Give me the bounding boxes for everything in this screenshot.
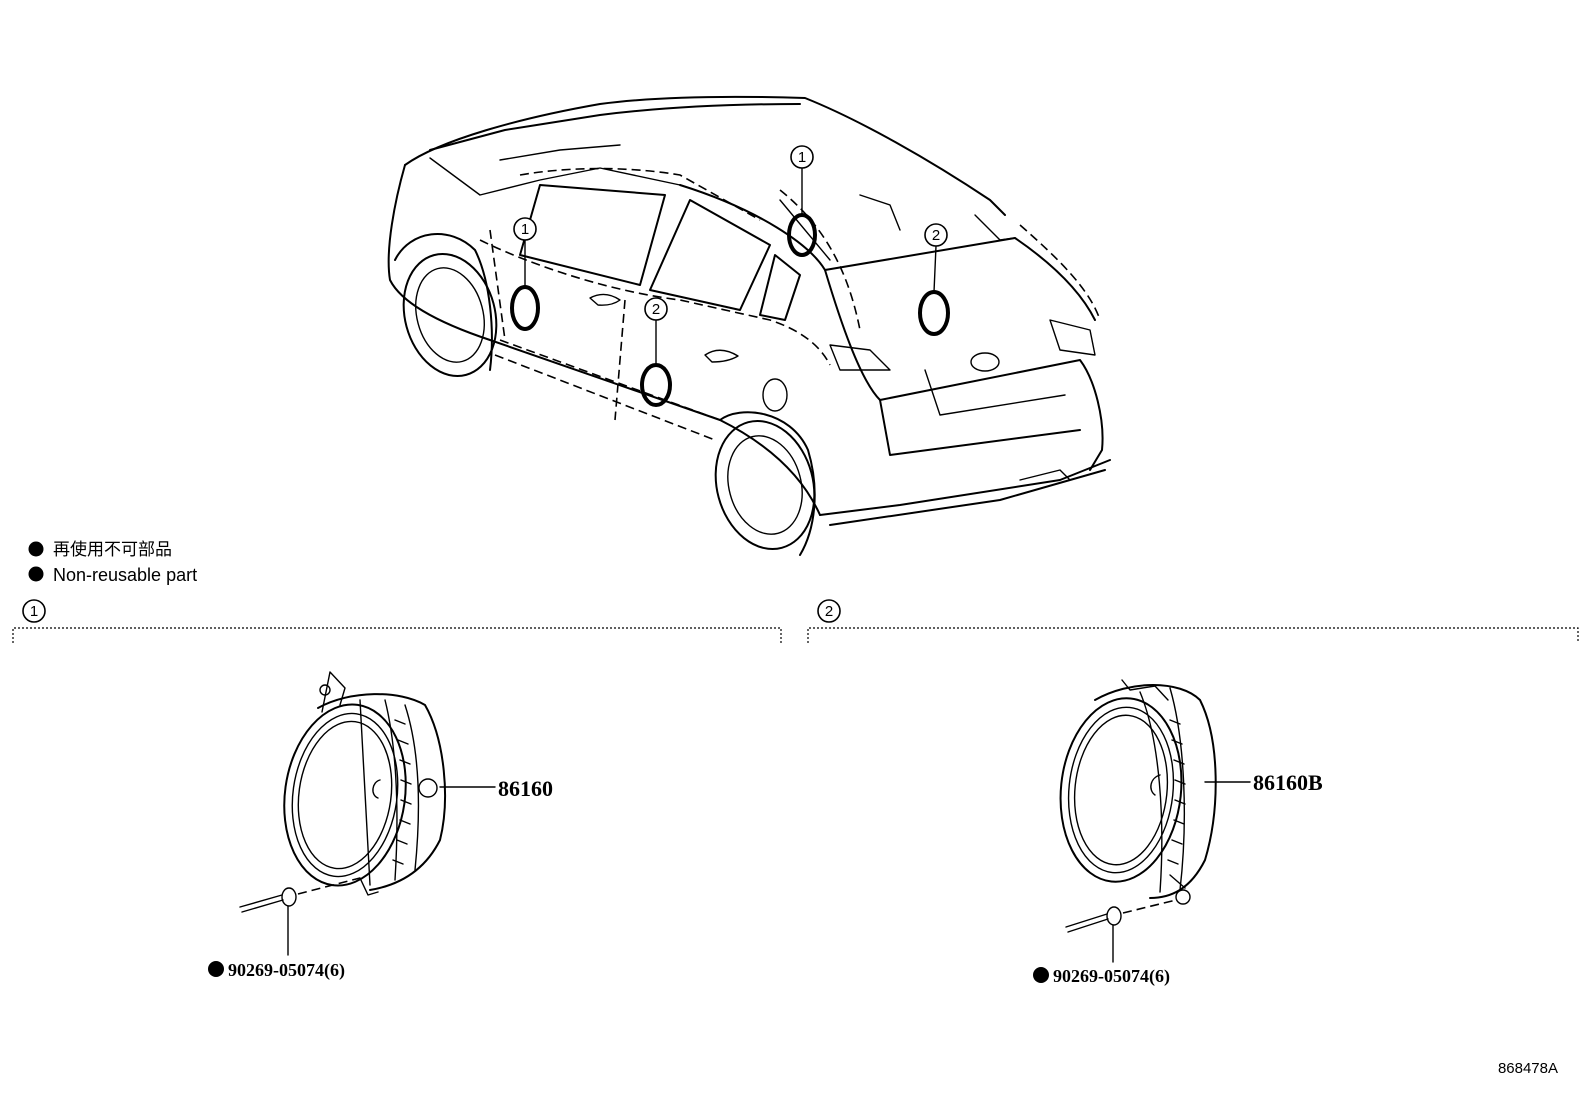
section-2-number: 2 [825, 603, 833, 620]
car-callout-rear-right: 2 [924, 223, 948, 247]
rivet-part-number: 90269-05074(6) [1053, 966, 1170, 987]
legend-english-label: Non-reusable part [53, 565, 197, 585]
speaker-marker-front-right [787, 213, 817, 257]
car-illustration: 1 1 2 2 [387, 95, 1111, 556]
legend-dot-icon [28, 566, 44, 582]
car-callout-rear-left-number: 2 [652, 301, 660, 318]
car-callout-rear-left: 2 [644, 297, 668, 321]
section-1-number: 1 [30, 603, 38, 620]
rivet-illustration [239, 877, 361, 956]
section-2: 2 86160B 90269-05074(6) [807, 599, 1579, 987]
speaker-marker-rear-left [640, 363, 672, 407]
part-number-86160: 86160 [498, 776, 553, 801]
rivet-part-number: 90269-05074(6) [228, 960, 345, 981]
car-callout-front-right-number: 1 [798, 149, 806, 166]
car-callout-front-left: 1 [513, 217, 537, 241]
rear-speaker-illustration [1059, 679, 1217, 905]
non-reusable-dot-icon [208, 961, 224, 977]
speaker-marker-rear-right [918, 290, 950, 336]
car-callout-rear-right-number: 2 [932, 227, 940, 244]
section-1: 1 86160 90269- [12, 599, 782, 981]
car-callout-front-right: 1 [790, 145, 814, 169]
rivet-illustration [1065, 899, 1177, 963]
front-speaker-illustration [283, 671, 446, 896]
non-reusable-dot-icon [1033, 967, 1049, 983]
figure-id: 868478A [1498, 1060, 1558, 1077]
legend: 再使用不可部品 Non-reusable part [28, 539, 197, 585]
car-callout-front-left-number: 1 [521, 221, 529, 238]
speaker-marker-front-left [510, 285, 540, 331]
legend-dot-icon [28, 541, 44, 557]
legend-japanese-label: 再使用不可部品 [53, 539, 172, 559]
part-number-86160b: 86160B [1253, 770, 1323, 795]
